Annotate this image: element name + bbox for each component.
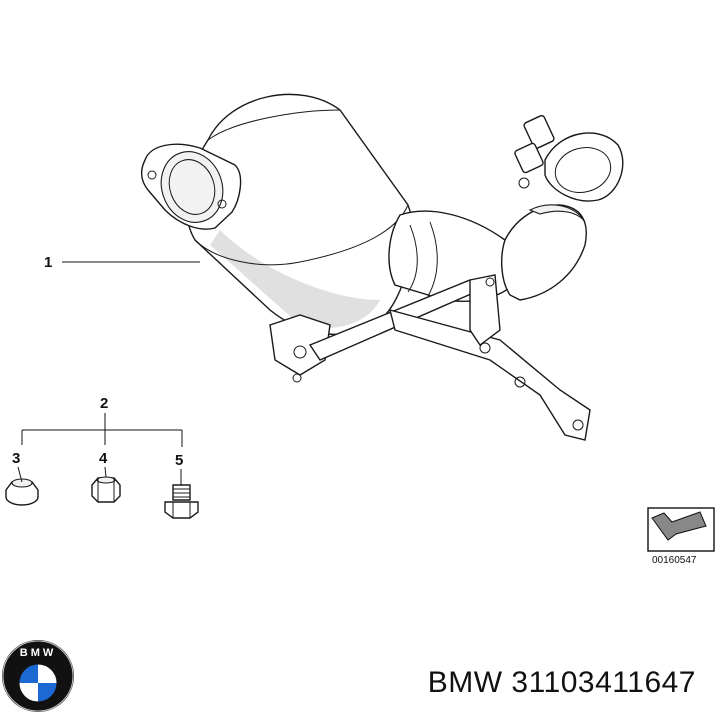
- diagram-code: 00160547: [652, 555, 697, 566]
- callout-4: 4: [99, 450, 108, 467]
- bmw-logo-icon: BMW: [2, 640, 74, 712]
- hex-nut-drawing: [91, 476, 121, 503]
- catalytic-converter-drawing: [140, 93, 624, 441]
- callout-1: 1: [44, 254, 52, 271]
- svg-text:BMW: BMW: [20, 647, 57, 659]
- callout-5: 5: [175, 452, 183, 469]
- arrow-diagram-icon: [647, 507, 715, 552]
- leader-line-3b: [17, 466, 23, 483]
- leader-line-4b: [104, 466, 107, 478]
- callout-2: 2: [100, 395, 108, 412]
- part-number-caption: BMW 31103411647: [427, 666, 696, 699]
- hex-nut-flanged-drawing: [5, 478, 39, 506]
- callout-3: 3: [12, 450, 20, 467]
- hex-bolt-drawing: [164, 484, 199, 519]
